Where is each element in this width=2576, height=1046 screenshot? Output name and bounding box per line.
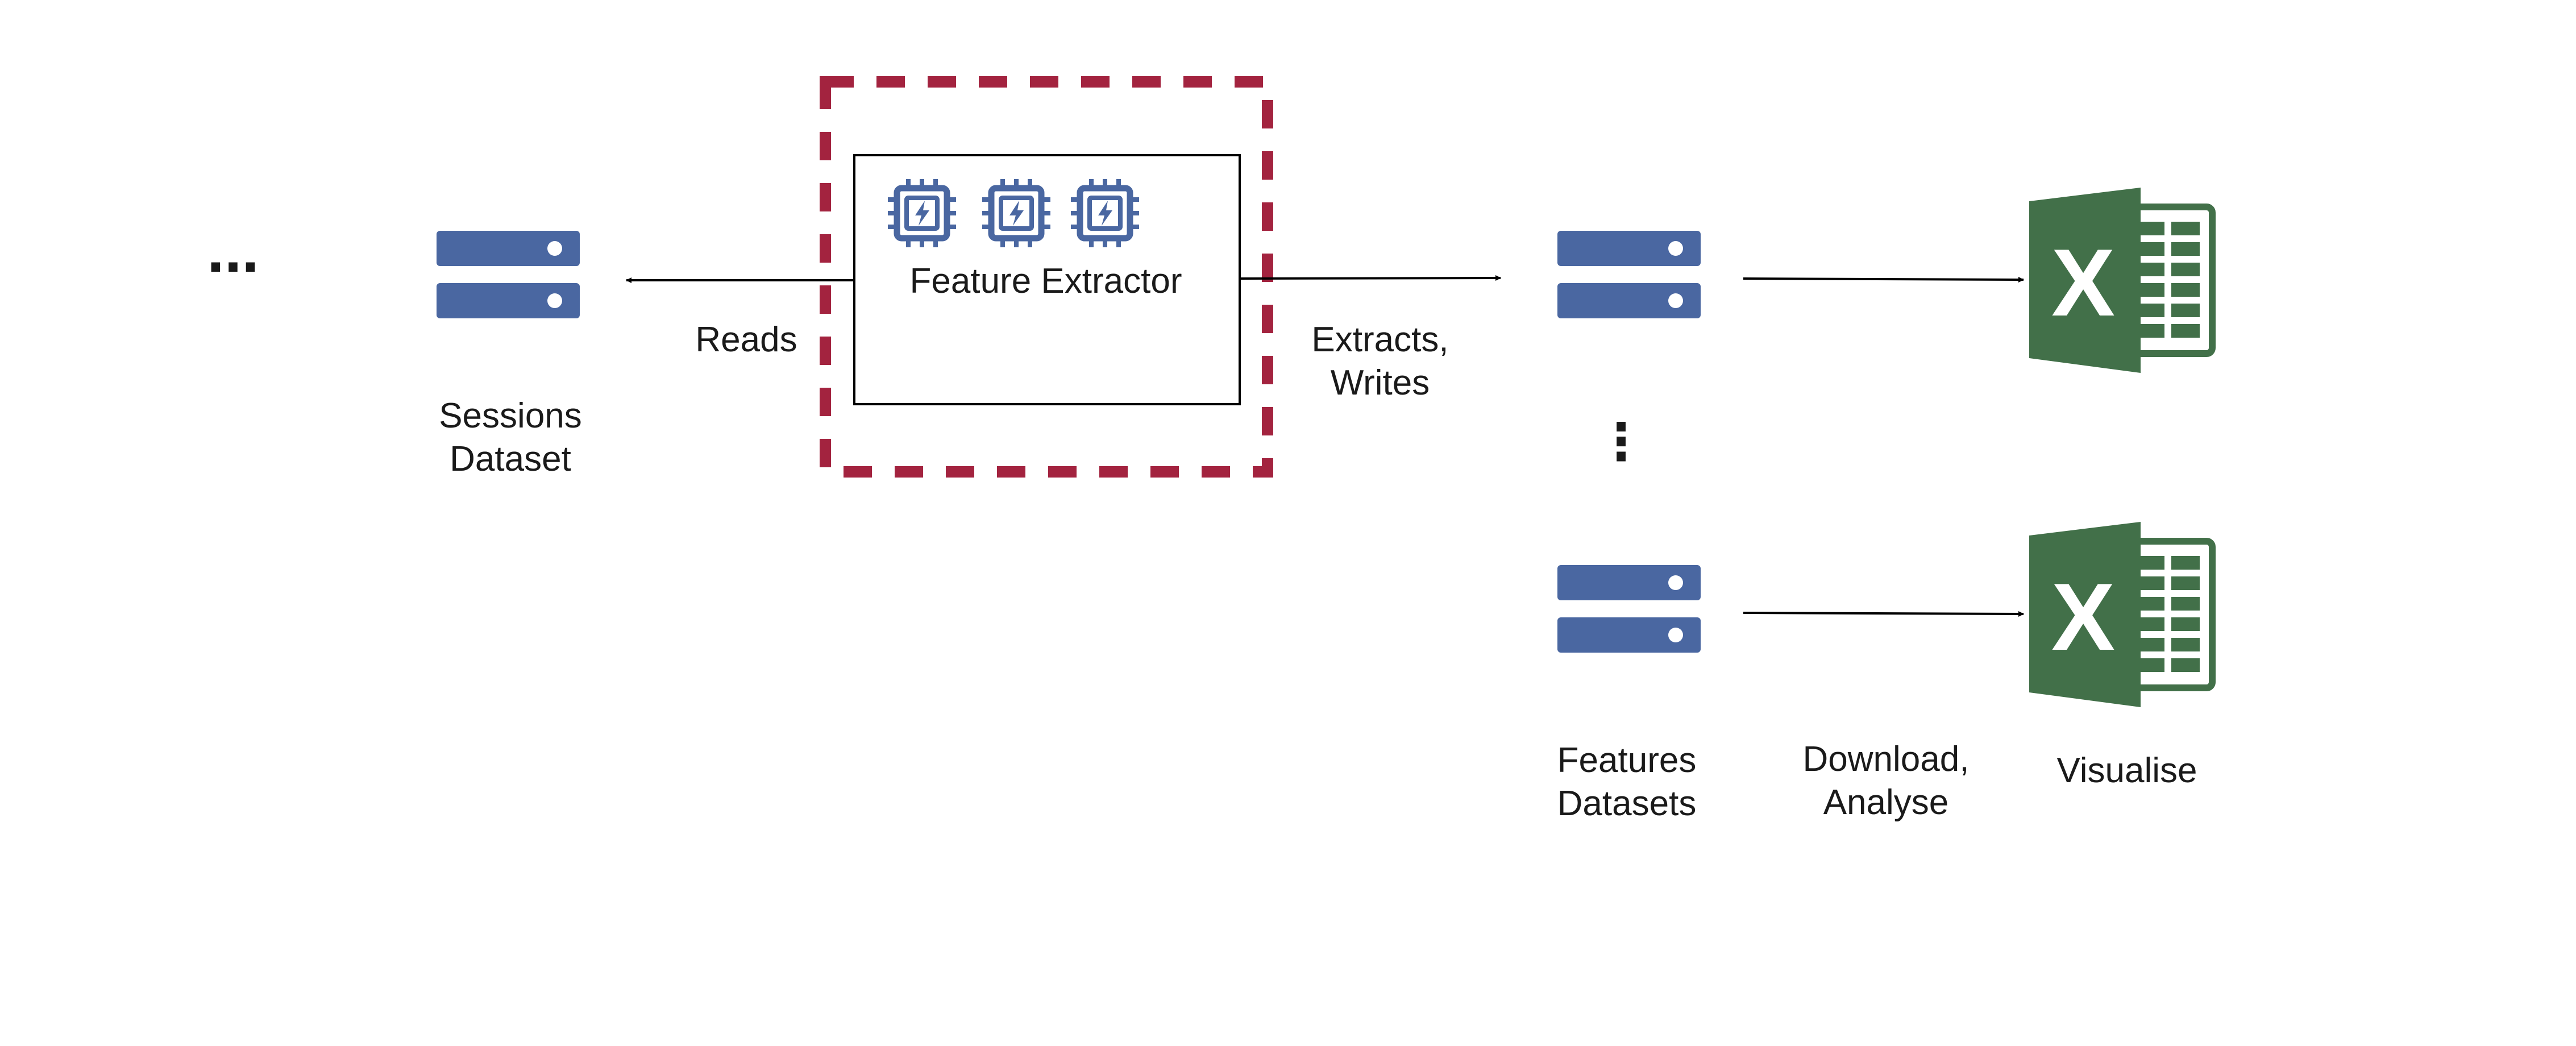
database-server-icon: [1557, 231, 1701, 318]
cpu-chip-icon: [888, 179, 956, 247]
features-datasets-label-line2: Datasets: [1557, 784, 1697, 823]
feature-extractor-title: Feature Extractor: [910, 262, 1182, 301]
database-server-icon: [1557, 565, 1701, 653]
download-label-line1: Download,: [1803, 740, 1970, 779]
feature-extractor-boundary: [820, 76, 1273, 478]
database-server-icon: [437, 231, 580, 318]
excel-spreadsheet-icon: X: [2029, 522, 2212, 707]
datasets-ellipsis: ⋮: [1596, 414, 1647, 471]
visualise-label: Visualise: [2056, 751, 2197, 790]
cpu-chip-icon: [982, 179, 1050, 247]
sessions-dataset-node: Sessions Dataset: [437, 231, 582, 479]
extracts-arrow: [1239, 275, 1501, 281]
excel-letter: X: [2051, 229, 2115, 336]
leading-ellipsis: ...: [207, 215, 259, 285]
sessions-dataset-label-line2: Dataset: [450, 439, 571, 479]
extracts-label-line2: Writes: [1331, 363, 1430, 402]
download-arrow-top: [1743, 276, 2024, 283]
excel-letter: X: [2051, 563, 2115, 670]
cpu-chip-icon: [1071, 179, 1139, 247]
download-arrow-bottom: [1743, 611, 2024, 617]
excel-spreadsheet-icon: X: [2029, 188, 2212, 373]
feature-extractor-node: Feature Extractor: [853, 154, 1241, 405]
sessions-dataset-label-line1: Sessions: [439, 396, 582, 435]
features-datasets-label-line1: Features: [1557, 741, 1697, 780]
download-label-line2: Analyse: [1823, 783, 1949, 822]
features-datasets-node: ⋮ Features Datasets: [1557, 231, 1701, 823]
reads-label: Reads: [695, 320, 797, 359]
extracts-label-line1: Extracts,: [1311, 320, 1448, 359]
